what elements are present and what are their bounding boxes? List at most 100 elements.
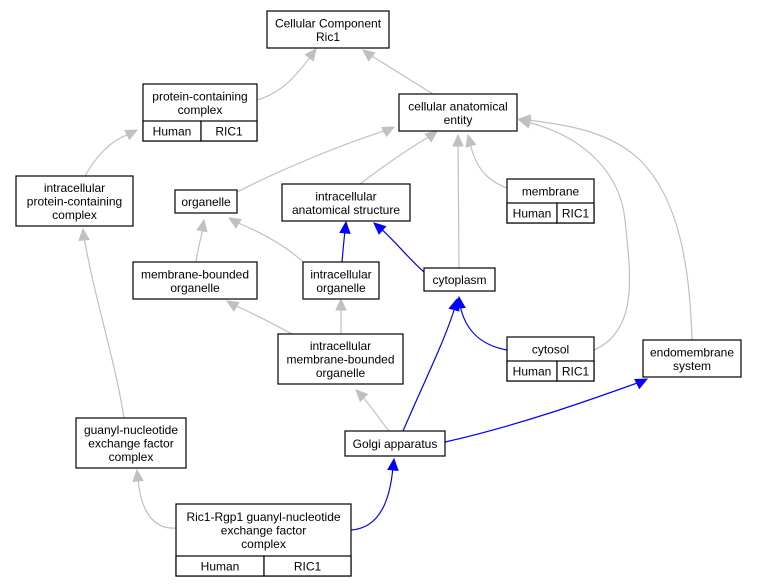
annotation-label: Human	[513, 207, 552, 221]
edge-line	[233, 304, 293, 335]
edge-line	[526, 119, 693, 341]
node-golgi-apparatus[interactable]: Golgi apparatus	[344, 430, 446, 457]
annotation-cell-gene[interactable]: RIC1	[200, 120, 258, 142]
edge-line	[359, 135, 431, 185]
node-label-line: Ric1	[316, 30, 340, 44]
arrowhead	[448, 297, 460, 312]
arrowhead	[355, 389, 369, 403]
edge-line	[444, 381, 641, 443]
edge-cytosol-to-cellular-anatomical-entity	[517, 117, 631, 351]
edge-line	[379, 227, 425, 273]
edge-intracellular-mbo-to-intracellular-organelle	[335, 297, 347, 335]
edge-intracellular-pcc-to-protein-containing-complex	[84, 129, 139, 177]
edge-line	[84, 133, 131, 177]
edge-line	[369, 54, 434, 95]
annotation-label: Human	[153, 125, 192, 139]
node-cytoplasm[interactable]: cytoplasm	[423, 267, 496, 292]
node-label-line: entity	[444, 113, 473, 127]
edge-line	[361, 395, 390, 432]
node-label-line: membrane-bounded	[286, 353, 394, 367]
node-label-line: complex	[178, 103, 223, 117]
annotation-label: RIC1	[562, 365, 590, 379]
edge-ric1-rgp1-complex-to-gef-complex	[132, 468, 177, 529]
edge-line	[137, 477, 177, 529]
node-label-line: complex	[52, 208, 97, 222]
edge-protein-containing-complex-to-cc-ric1	[256, 48, 317, 101]
annotation-label: Human	[201, 560, 240, 574]
edge-golgi-apparatus-to-intracellular-mbo	[355, 389, 390, 432]
node-label-line: protein-containing	[27, 195, 122, 209]
edge-line	[235, 221, 304, 263]
annotation-label: RIC1	[294, 560, 322, 574]
node-label-line: organelle	[316, 281, 366, 295]
arrowhead	[634, 378, 649, 390]
arrowhead	[465, 133, 477, 148]
node-label-line: anatomical structure	[292, 203, 400, 217]
annotation-bg	[200, 120, 258, 142]
arrowhead	[381, 126, 396, 138]
node-label-line: complex	[241, 537, 286, 551]
edge-cellular-anatomical-entity-to-cc-ric1	[362, 49, 434, 95]
node-label-line: cytosol	[532, 343, 569, 357]
edge-cytosol-to-cytoplasm	[454, 295, 508, 351]
node-label-line: Ric1-Rgp1 guanyl-nucleotide	[186, 510, 340, 524]
arrowhead	[387, 457, 399, 471]
node-label-line: membrane	[522, 185, 580, 199]
node-label-line: organelle	[316, 366, 366, 380]
annotation-cell-organism[interactable]: Human	[506, 202, 558, 224]
node-label-line: intracellular	[310, 267, 371, 281]
arrowhead	[339, 220, 351, 234]
edge-ric1-rgp1-complex-to-golgi-apparatus	[350, 457, 399, 531]
node-label-line: guanyl-nucleotide	[84, 423, 178, 437]
edge-membrane-to-cellular-anatomical-entity	[465, 133, 508, 189]
annotation-cell-organism[interactable]: Human	[506, 360, 558, 382]
node-label-line: system	[673, 359, 711, 373]
edge-line	[236, 129, 388, 193]
edge-gef-complex-to-intracellular-pcc	[78, 227, 125, 419]
edge-golgi-apparatus-to-endomembrane-system	[444, 378, 649, 443]
node-box	[266, 10, 390, 49]
annotation-cell-gene[interactable]: RIC1	[556, 360, 595, 382]
node-label-line: organelle	[181, 195, 231, 209]
node-label-line: complex	[109, 450, 154, 464]
node-label-line: Golgi apparatus	[353, 437, 438, 451]
annotation-bg	[556, 202, 595, 224]
edge-endomembrane-system-to-cellular-anatomical-entity	[517, 114, 693, 341]
node-label-line: exchange factor	[221, 524, 306, 538]
node-box	[344, 430, 446, 457]
node-organelle[interactable]: organelle	[174, 189, 238, 214]
annotation-cell-gene[interactable]: RIC1	[263, 555, 352, 577]
node-label-line: cellular anatomical	[408, 99, 507, 113]
edge-intracellular-mbo-to-membrane-bounded-organelle	[225, 300, 293, 335]
annotation-cell-gene[interactable]: RIC1	[556, 202, 595, 224]
annotation-bg	[556, 360, 595, 382]
node-box	[277, 333, 404, 385]
node-label-line: cytoplasm	[432, 273, 486, 287]
node-label-line: organelle	[170, 281, 220, 295]
arrowhead	[452, 133, 464, 147]
node-box	[281, 183, 411, 222]
node-label-line: membrane-bounded	[141, 267, 249, 281]
arrowhead	[424, 130, 438, 143]
node-box	[302, 261, 380, 300]
arrowhead	[335, 297, 347, 311]
node-box	[174, 189, 238, 214]
edge-line	[469, 142, 508, 189]
arrowhead	[78, 227, 90, 241]
annotation-cell-organism[interactable]: Human	[175, 555, 265, 577]
annotation-cell-organism[interactable]: Human	[142, 120, 202, 142]
